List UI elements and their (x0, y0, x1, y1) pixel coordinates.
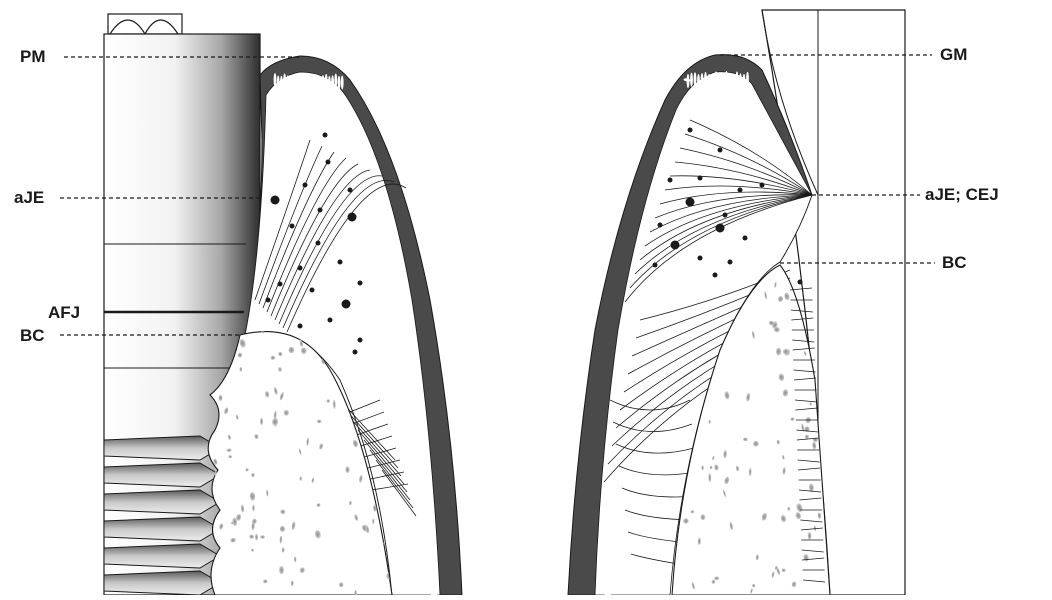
rete-peg (690, 73, 693, 87)
bone-speck (238, 353, 242, 358)
cell-dot (348, 188, 353, 193)
rete-peg (708, 74, 711, 88)
cell-dot (798, 280, 803, 285)
cell-dot (326, 160, 331, 165)
rete-peg (694, 72, 697, 86)
rete-peg (341, 76, 344, 90)
rete-peg (739, 73, 742, 87)
rete-peg (746, 72, 749, 86)
cell-dot (738, 188, 743, 193)
cell-dot (688, 128, 693, 133)
rete-peg (322, 75, 325, 89)
label-afj: AFJ (48, 304, 80, 321)
bone-speck (240, 367, 243, 372)
cell-dot (723, 213, 728, 218)
rete-peg (711, 73, 714, 87)
cell-dot (316, 241, 321, 246)
rete-peg (280, 76, 283, 90)
rete-peg (318, 76, 321, 90)
rete-peg (338, 76, 341, 90)
rete-peg (331, 75, 334, 89)
bone-speck (260, 535, 265, 538)
rete-peg (302, 74, 305, 88)
rete-peg (328, 76, 331, 90)
rete-peg (315, 74, 318, 88)
rete-peg (296, 75, 299, 89)
rete-peg (274, 73, 277, 87)
cell-dot (668, 178, 673, 183)
implant-thread (104, 517, 220, 541)
cell-dot (658, 223, 663, 228)
rete-peg (732, 74, 735, 88)
tooth-panel (568, 10, 905, 595)
cell-dot (653, 263, 658, 268)
label-aje-cej: aJE; CEJ (925, 186, 999, 203)
rete-peg (725, 71, 728, 85)
label-gm: GM (940, 46, 967, 63)
cell-dot (713, 273, 718, 278)
cell-dot (338, 260, 343, 265)
label-bc-right: BC (942, 254, 967, 271)
implant-thread (104, 436, 220, 460)
cell-dot (298, 324, 303, 329)
rete-peg (701, 73, 704, 87)
cell-dot (358, 338, 363, 343)
implant-thread (104, 463, 220, 487)
rete-peg (718, 74, 721, 88)
implant-panel (104, 14, 462, 595)
cell-dot (718, 148, 723, 153)
label-aje-left: aJE (14, 189, 44, 206)
implant-cover-screw (108, 14, 182, 34)
rete-peg (722, 74, 725, 88)
cell-dot (310, 288, 315, 293)
cell-dot (358, 281, 363, 286)
rete-peg (687, 74, 690, 88)
rete-peg (299, 76, 302, 90)
rete-peg (277, 76, 280, 90)
cell-dot (271, 196, 280, 205)
cell-dot (278, 282, 283, 287)
cell-dot (686, 198, 695, 207)
cell-dot (698, 176, 703, 181)
label-bc-left: BC (20, 327, 45, 344)
cell-dot (760, 183, 765, 188)
rete-peg (290, 76, 293, 90)
cell-dot (290, 224, 295, 229)
cell-dot (728, 260, 733, 265)
label-pm: PM (20, 48, 46, 65)
cell-dot (298, 266, 303, 271)
implant-thread (104, 571, 220, 595)
rete-peg (729, 74, 732, 88)
rete-peg (293, 74, 296, 88)
rete-peg (743, 74, 746, 88)
implant-thread (104, 544, 220, 568)
cell-dot (328, 318, 333, 323)
rete-peg (283, 73, 286, 87)
rete-peg (312, 75, 315, 89)
rete-peg (715, 71, 718, 85)
cell-dot (318, 208, 323, 213)
cell-dot (716, 224, 725, 233)
cell-dot (348, 213, 357, 222)
rete-peg (309, 76, 312, 90)
cell-dot (266, 298, 271, 303)
bone-speck (260, 418, 263, 425)
rete-peg (697, 74, 700, 88)
cell-dot (342, 300, 351, 309)
rete-peg (306, 75, 309, 89)
rete-peg (736, 71, 739, 85)
cell-dot (671, 241, 680, 250)
cell-dot (743, 236, 748, 241)
rete-peg (286, 75, 289, 89)
cell-dot (698, 256, 703, 261)
cell-dot (323, 133, 328, 138)
rete-peg (325, 74, 328, 88)
cell-dot (353, 350, 358, 355)
rete-peg (704, 72, 707, 86)
cell-dot (303, 183, 308, 188)
rete-peg (334, 73, 337, 87)
implant-thread (104, 490, 220, 514)
